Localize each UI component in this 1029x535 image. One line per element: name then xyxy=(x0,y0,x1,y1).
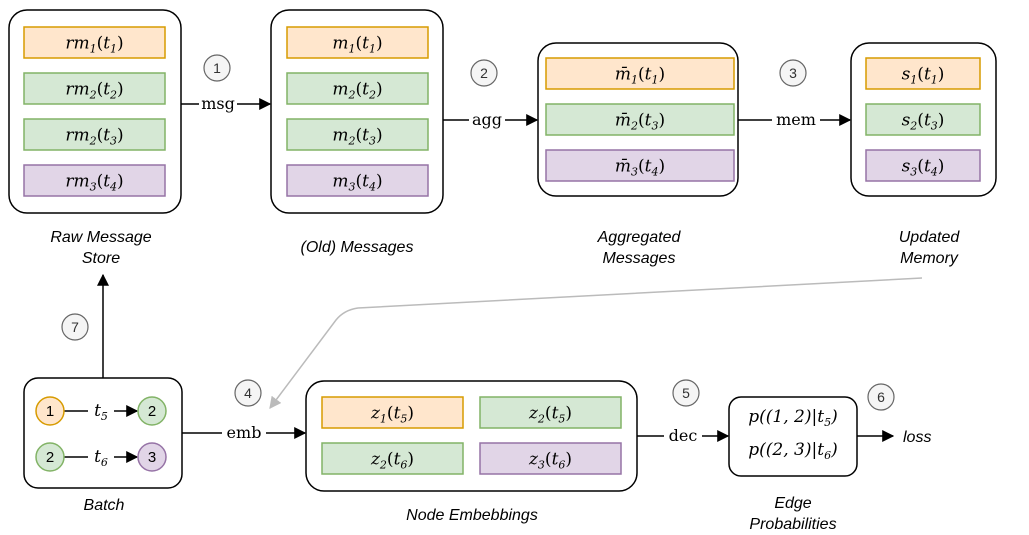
message-item-3-box xyxy=(286,164,429,197)
edge-prob-0: p((1, 2)|t5) xyxy=(748,407,837,429)
aggregated-item-1-label: m̄2(t3) xyxy=(615,111,665,133)
embedding-item-1-box xyxy=(479,396,622,429)
message-item-1-label: m2(t2) xyxy=(332,80,382,102)
raw-item-3-label: rm3(t4) xyxy=(65,172,123,194)
aggregated-item-0-box xyxy=(545,57,735,90)
embedding-item-3-box xyxy=(479,442,622,475)
step-number-6: 6 xyxy=(877,389,885,405)
memory-item-2-label: s3(t4) xyxy=(902,157,945,179)
step-number-5: 5 xyxy=(682,385,690,401)
caption-memory-1: Updated xyxy=(899,229,961,246)
batch-edge-label-1: t6 xyxy=(94,447,108,469)
batch-node-label-0-src: 1 xyxy=(46,403,54,420)
raw-item-1-label: rm2(t2) xyxy=(65,80,123,102)
step-markers: 1 2 3 4 5 6 7 xyxy=(61,54,895,411)
embedding-item-0-label: z1(t5) xyxy=(370,404,414,426)
loss-label: loss xyxy=(903,429,931,446)
step-marker-7 xyxy=(61,313,89,341)
caption-aggregated-2: Messages xyxy=(603,250,676,267)
caption-aggregated-1: Aggregated xyxy=(597,229,682,246)
op-label-dec: dec xyxy=(669,426,698,445)
message-item-2-box xyxy=(286,118,429,151)
batch-node-0-dst xyxy=(137,396,167,426)
step-number-2: 2 xyxy=(480,65,488,81)
batch-node-0-src xyxy=(35,396,65,426)
memory-item-0-box xyxy=(865,57,981,90)
op-label-msg: msg xyxy=(201,94,235,113)
caption-embeddings: Node Embebbings xyxy=(406,507,538,524)
raw-message-items: rm1(t1) rm2(t2) rm2(t3) rm3(t4) xyxy=(23,26,166,197)
step-number-4: 4 xyxy=(244,385,252,401)
step-marker-1 xyxy=(203,54,231,82)
message-item-0-label: m1(t1) xyxy=(332,34,382,56)
edge-probability-items: p((1, 2)|t5) p((2, 3)|t6) xyxy=(748,407,837,462)
message-item-2-label: m2(t3) xyxy=(332,126,382,148)
aggregated-item-2-label: m̄3(t4) xyxy=(615,157,665,179)
aggregated-item-1-box xyxy=(545,103,735,136)
raw-item-0-box xyxy=(23,26,166,59)
batch-edge-label-0: t5 xyxy=(94,401,108,423)
step-marker-5 xyxy=(672,379,700,407)
aggregated-items: m̄1(t1) m̄2(t3) m̄3(t4) xyxy=(545,57,735,182)
raw-item-2-label: rm2(t3) xyxy=(65,126,123,148)
message-item-3-label: m3(t4) xyxy=(332,172,382,194)
batch-node-label-0-dst: 2 xyxy=(148,403,156,420)
message-item-1-box xyxy=(286,72,429,105)
embedding-items: z1(t5) z2(t5) z2(t6) z3(t6) xyxy=(321,396,622,475)
memory-item-1-box xyxy=(865,103,981,136)
embedding-item-3-label: z3(t6) xyxy=(528,450,572,472)
caption-edge-probs-2: Probabilities xyxy=(749,516,836,533)
message-item-0-box xyxy=(286,26,429,59)
step-number-7: 7 xyxy=(71,319,79,335)
edge-prob-1: p((2, 3)|t6) xyxy=(748,440,837,462)
batch-node-1-dst xyxy=(137,442,167,472)
embedding-item-0-box xyxy=(321,396,464,429)
step-marker-2 xyxy=(470,59,498,87)
arrow-memory-feedback xyxy=(269,277,923,409)
batch-graph: t5 1 2 t6 2 3 xyxy=(35,396,167,472)
embedding-item-2-label: z2(t6) xyxy=(370,450,414,472)
message-items: m1(t1) m2(t2) m2(t3) m3(t4) xyxy=(286,26,429,197)
caption-raw-store-2: Store xyxy=(82,250,120,267)
op-label-agg: agg xyxy=(472,110,502,129)
embedding-item-2-box xyxy=(321,442,464,475)
raw-item-2-box xyxy=(23,118,166,151)
aggregated-item-0-label: m̄1(t1) xyxy=(615,65,665,87)
memory-item-2-box xyxy=(865,149,981,182)
messages-box xyxy=(270,9,444,214)
raw-item-3-box xyxy=(23,164,166,197)
memory-item-1-label: s2(t3) xyxy=(902,111,945,133)
step-number-1: 1 xyxy=(213,60,221,76)
caption-memory-2: Memory xyxy=(900,250,959,267)
step-marker-4 xyxy=(234,379,262,407)
caption-raw-store-1: Raw Message xyxy=(50,229,151,246)
aggregated-item-2-box xyxy=(545,149,735,182)
batch-node-label-1-src: 2 xyxy=(46,449,54,466)
step-marker-6 xyxy=(867,383,895,411)
raw-item-0-label: rm1(t1) xyxy=(65,34,123,56)
caption-edge-probs-1: Edge xyxy=(774,495,811,512)
step-marker-3 xyxy=(779,59,807,87)
raw-item-1-box xyxy=(23,72,166,105)
batch-node-label-1-dst: 3 xyxy=(148,449,156,466)
memory-item-0-label: s1(t1) xyxy=(902,65,945,87)
raw-message-store-box xyxy=(8,9,182,214)
op-label-emb: emb xyxy=(227,423,262,442)
embedding-item-1-label: z2(t5) xyxy=(528,404,572,426)
batch-node-1-src xyxy=(35,442,65,472)
op-label-mem: mem xyxy=(776,110,816,129)
step-number-3: 3 xyxy=(789,65,797,81)
caption-batch: Batch xyxy=(84,497,125,514)
memory-items: s1(t1) s2(t3) s3(t4) xyxy=(865,57,981,182)
caption-messages: (Old) Messages xyxy=(301,239,414,256)
